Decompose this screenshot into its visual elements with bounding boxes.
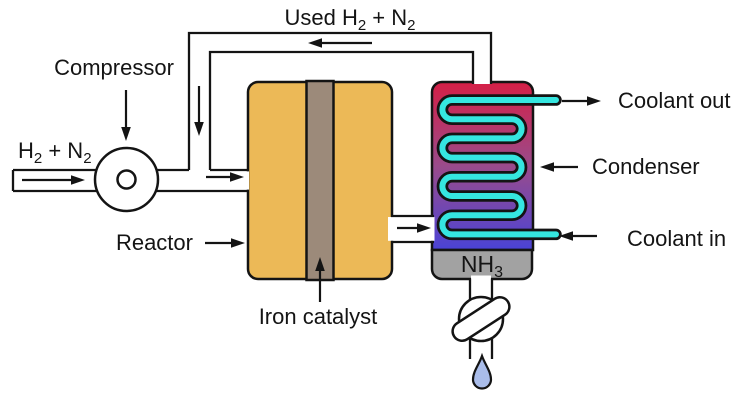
collector-valve-pipe: [468, 278, 494, 301]
inlet-flow-arrow: [22, 175, 85, 185]
reactor-inlet-flow-arrow: [206, 172, 244, 182]
recycle-flow-arrow: [308, 38, 372, 48]
coolant-out-arrow: [562, 96, 601, 106]
compressor-hub: [116, 169, 137, 190]
coolant-in-arrow: [559, 231, 597, 241]
label-used-gas: Used H2 + N2: [284, 5, 415, 34]
compressor: [93, 146, 160, 213]
label-ammonia: NH3: [461, 251, 503, 281]
label-inlet-gas: H2 + N2: [18, 138, 92, 167]
recycle-down-arrow: [194, 86, 204, 136]
label-coolant-out: Coolant out: [618, 88, 731, 113]
iron-catalyst-stripe: [305, 79, 335, 282]
valve-handle: [451, 295, 511, 343]
label-coolant-in: Coolant in: [627, 226, 726, 251]
reactor-condenser-pipe: [391, 214, 434, 244]
recycle-pipe-interior: [189, 33, 491, 170]
condenser-inlet-flow-arrow: [397, 223, 431, 233]
ammonia-collector: [430, 248, 534, 281]
label-compressor: Compressor: [54, 55, 174, 80]
condenser-pointer-arrow: [540, 162, 578, 172]
ammonia-droplet: [471, 352, 493, 390]
label-condenser: Condenser: [592, 154, 700, 179]
cooling-coil-tube: [439, 97, 559, 238]
collector-outlet-interior: [471, 275, 491, 283]
compressor-pointer-arrow: [121, 90, 131, 141]
recycle-pipe: [187, 31, 493, 170]
catalyst-pointer-arrow: [315, 257, 325, 302]
reactor-pointer-arrow: [205, 238, 245, 248]
valve: [451, 295, 511, 343]
label-reactor: Reactor: [116, 230, 193, 255]
valve-outlet-pipe: [468, 339, 494, 359]
label-iron-catalyst: Iron catalyst: [259, 304, 378, 329]
cooling-coil: [436, 94, 562, 241]
